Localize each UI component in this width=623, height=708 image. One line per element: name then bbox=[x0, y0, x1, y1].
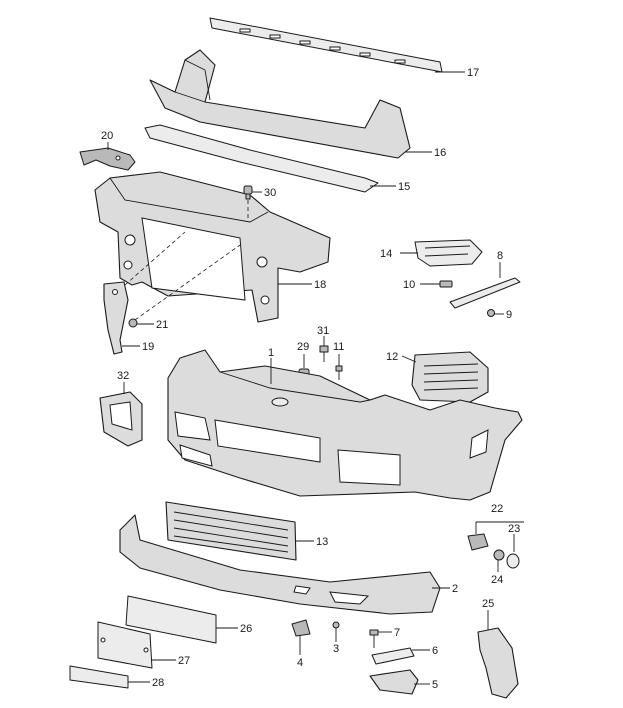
callout-32: 32 bbox=[117, 370, 129, 382]
callout-14: 14 bbox=[380, 248, 392, 260]
part-15-spoiler-strip bbox=[144, 124, 379, 193]
callout-17: 17 bbox=[467, 67, 479, 79]
callout-16: 16 bbox=[434, 147, 446, 159]
callout-24: 24 bbox=[491, 574, 503, 586]
callout-26: 26 bbox=[240, 623, 252, 635]
part-32-fog-lamp-frame bbox=[99, 391, 143, 447]
part-25-air-duct bbox=[477, 627, 519, 699]
part-12-side-grille bbox=[411, 351, 489, 403]
callout-13: 13 bbox=[316, 536, 328, 548]
part-7-bolt bbox=[369, 629, 379, 648]
part-21-screw bbox=[128, 318, 138, 328]
callout-15: 15 bbox=[398, 181, 410, 193]
part-17-reinforcement-strip bbox=[209, 17, 443, 73]
callout-7: 7 bbox=[394, 627, 400, 639]
part-27-license-plate-holder bbox=[97, 621, 153, 669]
part-5-lower-trim bbox=[369, 669, 419, 695]
callout-3: 3 bbox=[333, 643, 339, 655]
callout-10: 10 bbox=[403, 279, 415, 291]
callout-20: 20 bbox=[101, 130, 113, 142]
callout-4: 4 bbox=[297, 657, 303, 669]
part-26-license-plate-base bbox=[125, 595, 217, 644]
callout-2: 2 bbox=[452, 583, 458, 595]
part-31-bolt bbox=[319, 345, 329, 362]
callout-28: 28 bbox=[152, 677, 164, 689]
callout-25: 25 bbox=[482, 598, 494, 610]
part-14-air-guide bbox=[414, 239, 483, 267]
part-4-clip bbox=[291, 619, 311, 637]
callout-27: 27 bbox=[178, 655, 190, 667]
callout-5: 5 bbox=[432, 679, 438, 691]
part-11-screw bbox=[335, 365, 343, 380]
callout-18: 18 bbox=[314, 279, 326, 291]
part-8-mounting-rail bbox=[449, 277, 521, 309]
part-10-fastener bbox=[439, 280, 453, 288]
part-28-trim-strip bbox=[69, 665, 129, 689]
callout-11: 11 bbox=[333, 341, 344, 353]
callout-30: 30 bbox=[264, 187, 276, 199]
part-18-front-carrier bbox=[94, 171, 331, 323]
part-23-cap bbox=[506, 553, 520, 569]
part-9-screw bbox=[487, 309, 495, 317]
part-2-lower-spoiler bbox=[119, 514, 441, 615]
callout-labels: 17 16 15 20 30 18 19 21 14 10 8 9 12 32 … bbox=[101, 67, 520, 691]
part-1-bumper-cover bbox=[167, 349, 523, 501]
callout-8: 8 bbox=[497, 250, 503, 262]
part-24-sensor-ring bbox=[493, 549, 505, 561]
part-16-bumper-carrier bbox=[149, 49, 411, 159]
part-19-side-bracket bbox=[103, 281, 129, 355]
callout-31: 31 bbox=[317, 325, 329, 337]
part-3-screw bbox=[332, 621, 340, 629]
callout-22: 22 bbox=[491, 503, 503, 515]
callout-1: 1 bbox=[268, 347, 274, 359]
part-13-center-grille bbox=[165, 501, 297, 561]
part-6-bracket bbox=[371, 647, 415, 665]
part-30-clip bbox=[243, 185, 253, 200]
callout-6: 6 bbox=[432, 645, 438, 657]
callout-12: 12 bbox=[386, 351, 398, 363]
callout-21: 21 bbox=[156, 319, 168, 331]
callout-19: 19 bbox=[142, 341, 154, 353]
leader-lines bbox=[107, 71, 524, 685]
assembly-lines bbox=[124, 200, 249, 321]
callout-23: 23 bbox=[508, 523, 520, 535]
part-20-bracket bbox=[79, 147, 136, 171]
callout-29: 29 bbox=[297, 341, 309, 353]
part-22-sensor-set bbox=[467, 533, 489, 551]
callout-9: 9 bbox=[506, 309, 512, 321]
